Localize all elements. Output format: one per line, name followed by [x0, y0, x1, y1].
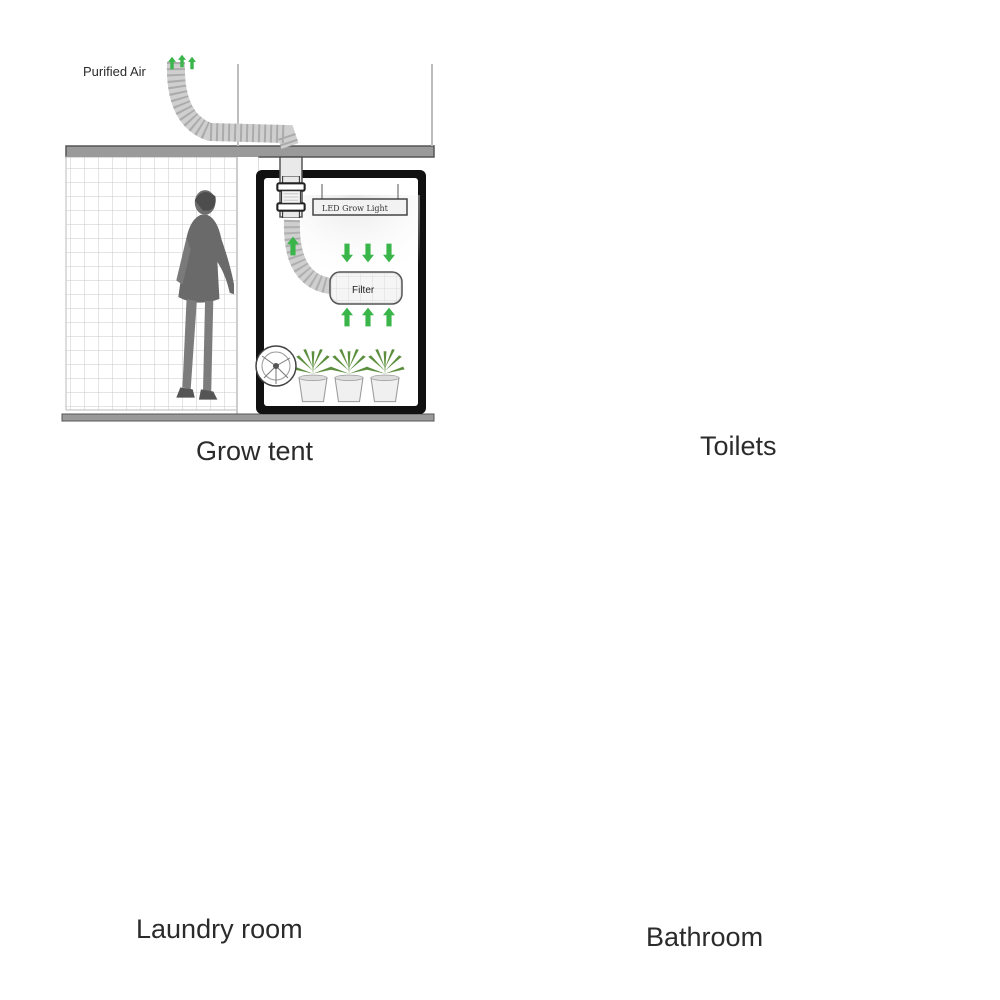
toilets-caption: Toilets [700, 431, 777, 461]
laundry-room-caption: Laundry room [136, 914, 303, 944]
bathroom-caption: Bathroom [646, 922, 764, 952]
filter-label: Filter [352, 285, 375, 296]
led-grow-light-label: LED Grow Light [322, 204, 389, 213]
panel-grow-tent: Filter LED Grow Light [61, 54, 435, 422]
airflow-arrow-icon [188, 56, 196, 70]
grow-tent-caption: Grow tent [196, 436, 314, 466]
purified-air-label: Purified Air [83, 64, 146, 79]
clip-fan-icon [255, 345, 297, 387]
